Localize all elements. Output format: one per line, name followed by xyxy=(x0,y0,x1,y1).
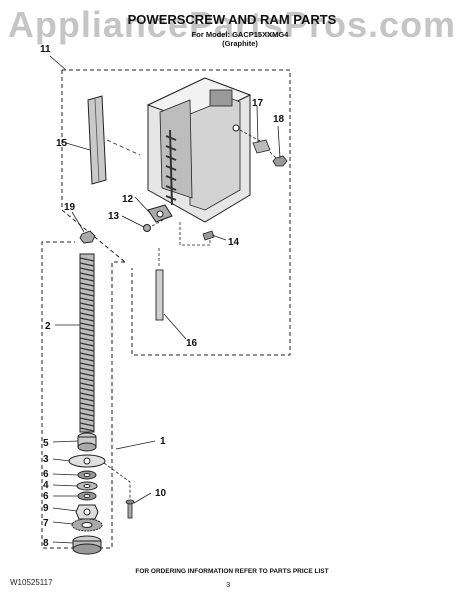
ram-screw-part xyxy=(202,230,215,241)
leader-dash xyxy=(239,129,263,143)
callout-6-lower: 6 xyxy=(43,491,49,502)
callout-10: 10 xyxy=(155,488,167,499)
mounting-screw-part xyxy=(143,224,151,232)
callout-1: 1 xyxy=(160,436,166,447)
callout-12: 12 xyxy=(122,194,134,205)
callout-5: 5 xyxy=(43,438,49,449)
callout-4: 4 xyxy=(43,480,49,491)
leader-dash xyxy=(179,222,211,246)
nut-part xyxy=(272,155,288,167)
powerscrew-part xyxy=(79,253,95,433)
model-info: For Model: GACP15XXMG4 (Graphite) xyxy=(150,30,330,48)
callout-16: 16 xyxy=(186,338,198,349)
drive-nut-part xyxy=(147,204,173,223)
washer-part xyxy=(77,491,97,501)
callout-3: 3 xyxy=(43,454,49,465)
ram-box-left-edge xyxy=(61,70,126,263)
leader-dash xyxy=(269,151,277,159)
callout-11: 11 xyxy=(40,44,51,55)
model-color: (Graphite) xyxy=(222,39,258,48)
mounting-plate-part xyxy=(68,454,106,468)
leader-dash xyxy=(103,462,131,500)
plate-screw-part xyxy=(125,499,135,519)
leader-dash xyxy=(151,215,171,227)
model-number: For Model: GACP15XXMG4 xyxy=(191,30,289,39)
bracket-part xyxy=(252,139,271,154)
spacer-part xyxy=(76,481,98,491)
ram-body-part xyxy=(146,77,252,223)
screw-assembly-dashed-box xyxy=(41,241,125,549)
leader-dash xyxy=(106,139,141,156)
sprocket-part xyxy=(71,518,103,532)
screw-threads xyxy=(79,257,95,432)
bearing-part xyxy=(77,432,97,452)
guide-rod-part xyxy=(155,269,164,321)
drive-gear-part xyxy=(72,535,102,555)
top-nut-part xyxy=(79,230,96,244)
callout-7: 7 xyxy=(43,518,49,529)
page-number: 3 xyxy=(226,580,231,589)
callout-15: 15 xyxy=(56,138,68,149)
slide-strip-part xyxy=(87,95,107,185)
washer-part xyxy=(77,470,97,480)
lock-nut-part xyxy=(75,504,99,520)
callout-17: 17 xyxy=(252,98,264,109)
document-number: W10525117 xyxy=(10,578,53,587)
callout-13: 13 xyxy=(108,211,120,222)
ram-assembly-dashed-box xyxy=(62,69,291,356)
callout-14: 14 xyxy=(228,237,240,248)
callout-8: 8 xyxy=(43,538,49,549)
watermark-text: AppliancePartsPros.com xyxy=(7,4,457,45)
callout-9: 9 xyxy=(43,503,49,514)
leader-lines xyxy=(49,55,281,544)
ordering-note: FOR ORDERING INFORMATION REFER TO PARTS … xyxy=(135,568,329,575)
callout-18: 18 xyxy=(273,114,285,125)
follower-helix-part xyxy=(165,129,177,206)
page-title: POWERSCREW AND RAM PARTS xyxy=(127,12,337,27)
callout-2: 2 xyxy=(45,321,51,332)
callout-6-upper: 6 xyxy=(43,469,49,480)
callout-19: 19 xyxy=(64,202,76,213)
